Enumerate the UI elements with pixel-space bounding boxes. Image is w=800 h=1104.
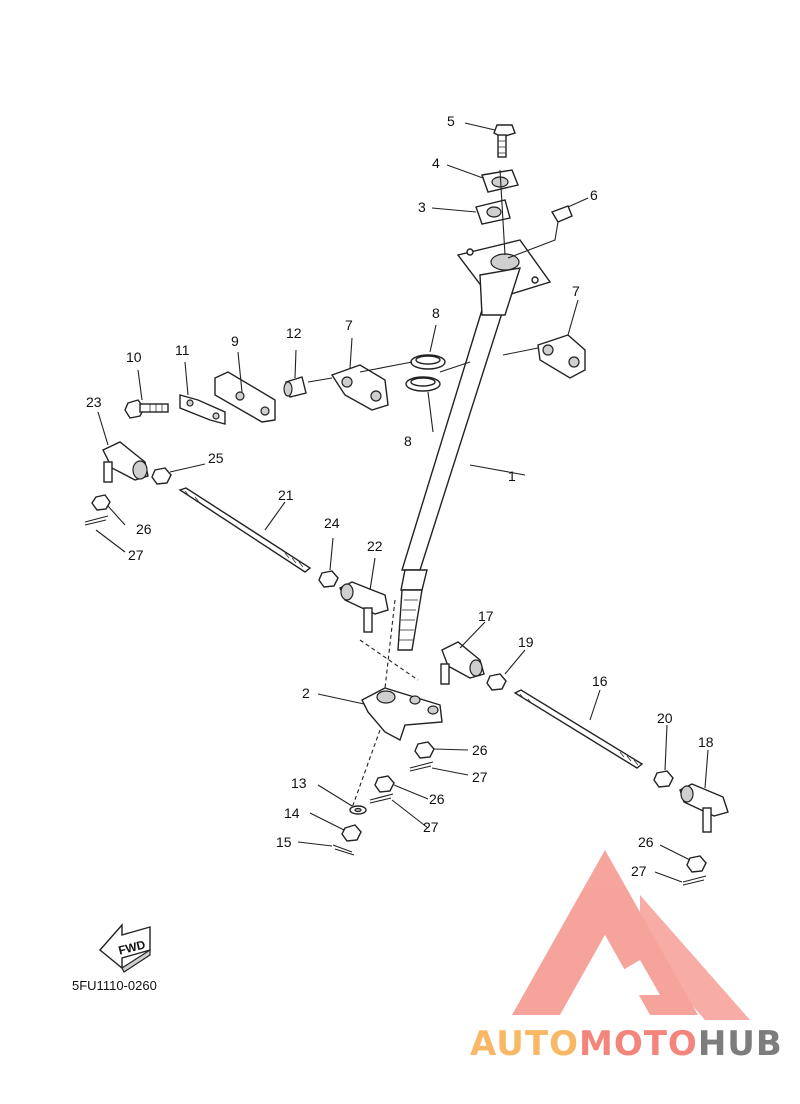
diagram-code: 5FU1110-0260 [72,978,157,993]
leader-lines [95,122,709,883]
rod-end-17 [440,641,485,685]
label-20: 20 [657,710,673,726]
label-17: 17 [478,608,494,624]
label-26-mid-lower: 26 [429,791,445,807]
label-7-right: 7 [572,283,580,299]
clamp-3 [475,199,511,225]
label-13: 13 [291,775,307,791]
nut-14 [341,824,362,842]
label-7-left: 7 [345,317,353,333]
rod-end-18 [679,783,729,833]
label-27-mid-upper: 27 [472,769,488,785]
watermark-part-hub: HUB [698,1024,783,1064]
clamp-4 [481,169,519,193]
lock-washer-11 [179,394,226,425]
pitman-arm-2 [361,687,443,742]
tie-rod-21 [178,487,312,573]
label-11: 11 [175,342,190,358]
label-2: 2 [302,685,310,701]
cotter-27-mid-lower [369,793,394,804]
steering-shaft [397,239,552,651]
bushing-8-lower [405,376,441,392]
label-1: 1 [508,468,516,484]
label-27-left: 27 [128,547,144,563]
cotter-15 [332,844,355,856]
holder-7-right [537,334,586,379]
label-18: 18 [698,734,714,750]
cotter-27-mid-upper [409,761,434,772]
nut-19 [486,673,507,691]
grommet-6 [550,205,573,223]
cotter-27-left [84,515,109,526]
label-14: 14 [284,805,300,821]
label-6: 6 [590,187,598,203]
bushing-8-upper [410,354,446,370]
cotter-27-right [682,875,707,886]
nut-26-left [91,494,111,511]
nut-26-right [686,855,707,873]
tie-rod-16 [513,689,644,769]
label-22: 22 [367,538,383,554]
nut-26-mid-upper [414,741,435,759]
nut-24 [318,570,339,588]
fwd-label: FWD [117,937,147,957]
label-16: 16 [592,673,608,689]
watermark-logo [512,850,750,1020]
label-24: 24 [324,515,340,531]
label-10: 10 [126,349,142,365]
label-27-mid-lower: 27 [423,819,439,835]
label-5: 5 [447,113,455,129]
nut-26-mid-lower [374,775,395,793]
label-26-mid-upper: 26 [472,742,488,758]
washer-13 [349,805,367,815]
watermark-text: AUTOMOTOHUB [470,1024,783,1064]
rod-end-22 [339,581,389,633]
label-8-lower: 8 [404,433,412,449]
fwd-arrow-icon: FWD [98,923,151,973]
label-9: 9 [231,333,239,349]
watermark-part-moto: MOTO [579,1024,698,1064]
label-12: 12 [286,325,302,341]
label-4: 4 [432,155,440,171]
label-26-right: 26 [638,834,654,850]
label-15: 15 [276,834,292,850]
nut-25 [151,467,172,485]
label-3: 3 [418,199,426,215]
label-21: 21 [278,487,294,503]
nut-20 [653,770,674,788]
label-27-right: 27 [631,863,647,879]
rod-end-23 [102,441,149,483]
label-19: 19 [518,634,534,650]
plate-9 [214,371,276,423]
bolt-10 [124,399,169,419]
collar-12 [283,376,307,398]
label-8-upper: 8 [432,305,440,321]
holder-7-left [330,364,389,411]
svg-text:AUTOMOTOHUB: AUTOMOTOHUB [470,1024,783,1064]
bolt-5 [493,124,516,158]
label-25: 25 [208,450,224,466]
label-26-left: 26 [136,521,152,537]
watermark-part-auto: AUTO [470,1024,579,1064]
callout-labels: 1 2 3 4 5 6 7 7 8 8 9 10 11 12 13 14 15 … [86,113,714,879]
label-23: 23 [86,394,102,410]
